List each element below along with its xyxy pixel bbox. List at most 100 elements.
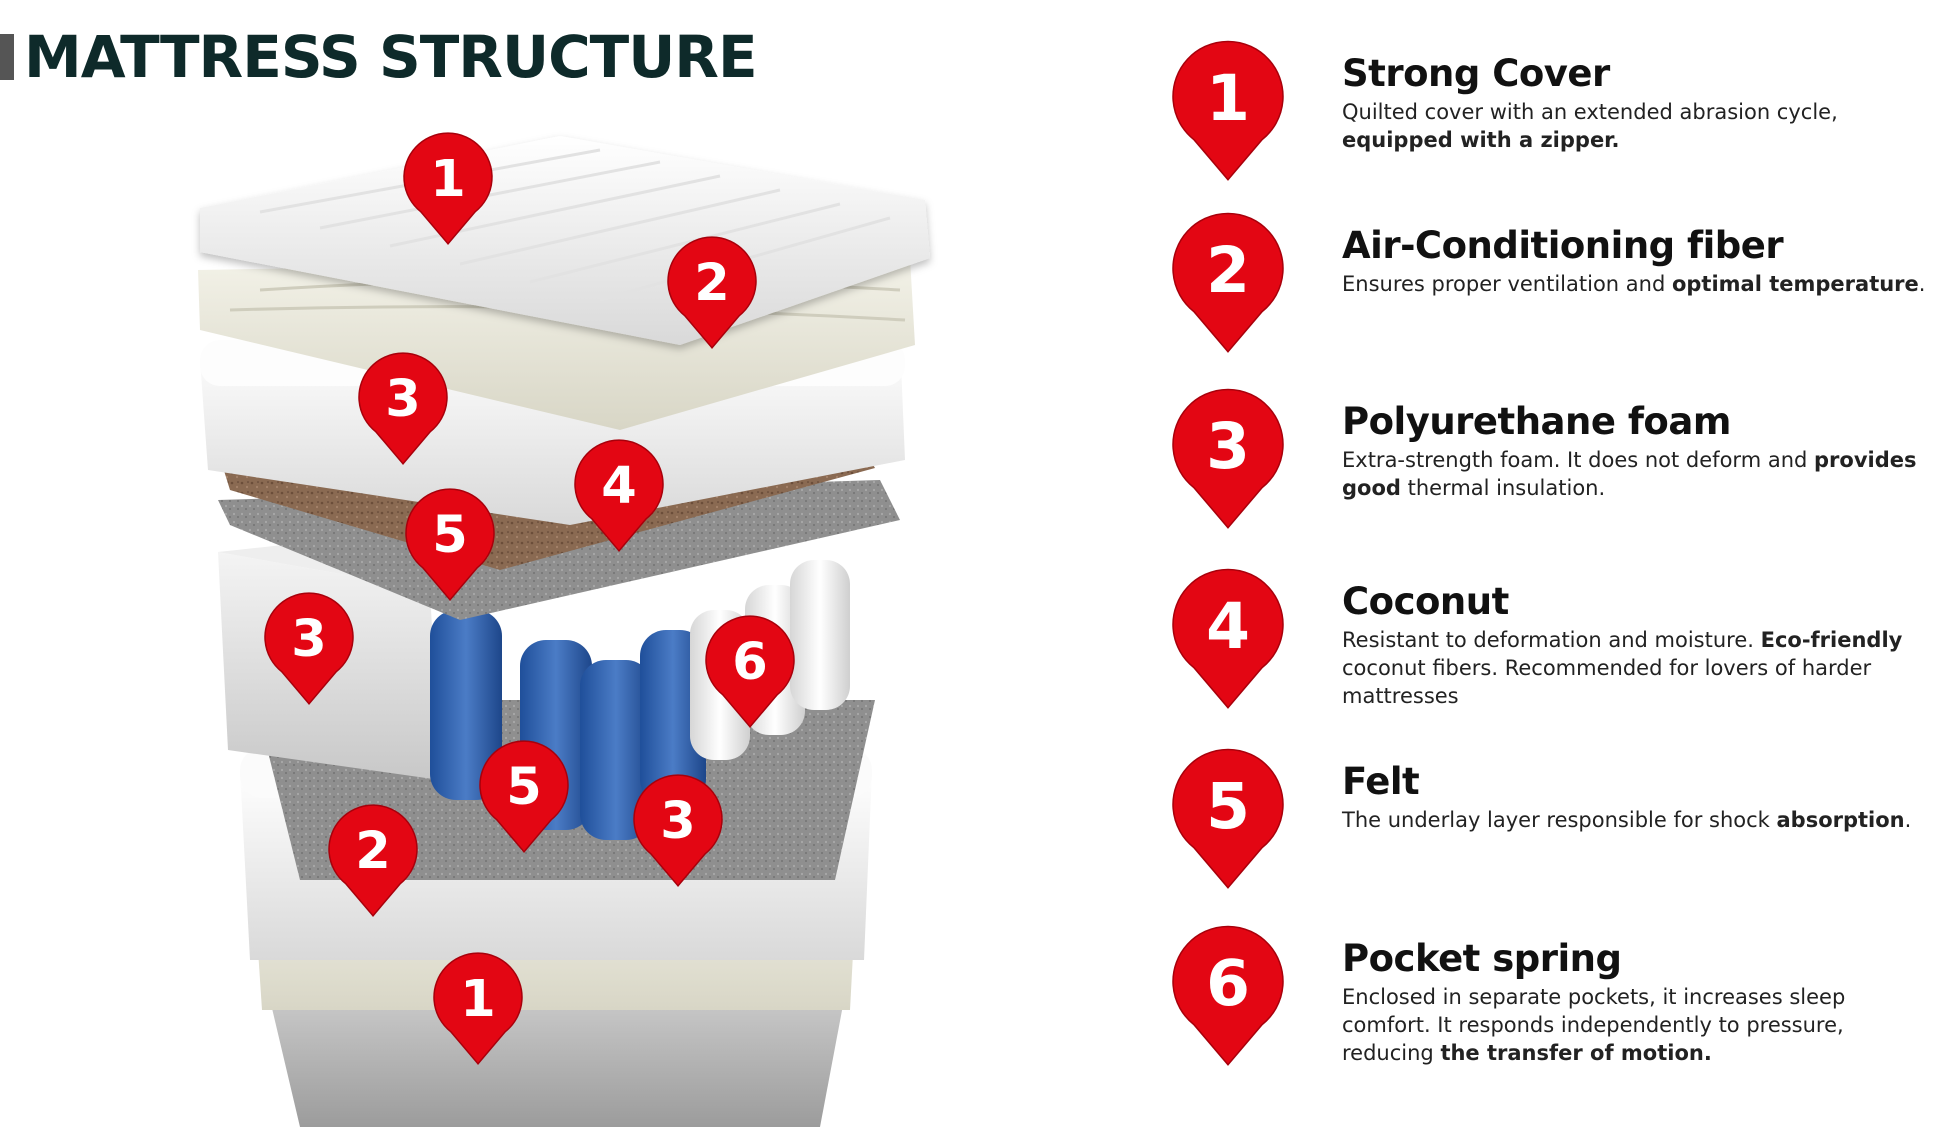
marker-number: 2 <box>694 254 730 313</box>
marker-pin-icon <box>1172 925 1284 1066</box>
marker-number: 2 <box>1206 234 1250 307</box>
feature-number-6: 6 <box>1172 925 1284 1066</box>
diagram-marker-1: 1 <box>403 132 493 245</box>
diagram-marker-5: 5 <box>479 740 569 853</box>
marker-pin-icon <box>1172 212 1284 353</box>
feature-marker: 5 <box>1172 748 1284 889</box>
diagram-marker-6: 6 <box>705 615 795 728</box>
feature-description-text: Resistant to deformation and moisture. <box>1342 628 1761 652</box>
diagram-marker-3: 3 <box>633 774 723 887</box>
feature-description: Ensures proper ventilation and optimal t… <box>1342 270 1932 298</box>
marker-pin-icon <box>403 132 493 245</box>
marker-number: 6 <box>732 633 768 692</box>
marker-pin-icon <box>264 592 354 705</box>
feature-description: The underlay layer responsible for shock… <box>1342 806 1932 834</box>
feature-marker: 2 <box>1172 212 1284 353</box>
feature-number-3: 3 <box>1172 388 1284 529</box>
marker-number: 3 <box>1206 410 1250 483</box>
diagram-marker-2: 2 <box>328 804 418 917</box>
feature-description-bold: optimal temperature <box>1671 272 1919 296</box>
feature-description-text: . <box>1904 808 1912 832</box>
marker-number: 5 <box>432 506 468 565</box>
feature-description-text: Quilted cover with an extended abrasion … <box>1342 100 1838 124</box>
feature-description-text: Enclosed in separate pockets, it increas… <box>1342 985 1846 1065</box>
title-accent-bar <box>0 34 14 80</box>
feature-description: Extra-strength foam. It does not deform … <box>1342 446 1932 502</box>
feature-title: Felt <box>1342 760 1420 803</box>
feature-description-bold: absorption <box>1776 808 1905 832</box>
marker-pin-icon <box>358 352 448 465</box>
feature-description-text: coconut fibers. Recommended for lovers o… <box>1342 656 1872 708</box>
marker-number: 3 <box>291 610 327 669</box>
marker-pin-icon <box>705 615 795 728</box>
marker-pin-icon <box>633 774 723 887</box>
feature-description-text: Extra-strength foam. It does not deform … <box>1342 448 1815 472</box>
marker-number: 2 <box>355 822 391 881</box>
feature-title: Polyurethane foam <box>1342 400 1731 443</box>
diagram-marker-4: 4 <box>574 439 664 552</box>
feature-description: Quilted cover with an extended abrasion … <box>1342 98 1932 154</box>
marker-number: 1 <box>1206 62 1250 135</box>
feature-marker: 3 <box>1172 388 1284 529</box>
marker-pin-icon <box>1172 568 1284 709</box>
feature-number-1: 1 <box>1172 40 1284 181</box>
feature-number-5: 5 <box>1172 748 1284 889</box>
diagram-marker-2: 2 <box>667 236 757 349</box>
feature-description-text: . <box>1918 272 1926 296</box>
feature-title: Air-Conditioning fiber <box>1342 224 1784 267</box>
marker-number: 1 <box>460 970 496 1029</box>
marker-pin-icon <box>405 488 495 601</box>
marker-number: 4 <box>1206 590 1250 663</box>
marker-pin-icon <box>479 740 569 853</box>
marker-pin-icon <box>328 804 418 917</box>
marker-number: 4 <box>601 457 637 516</box>
page-title: MATTRESS STRUCTURE <box>24 23 758 91</box>
feature-description-bold: the transfer of motion. <box>1440 1041 1712 1065</box>
feature-marker: 4 <box>1172 568 1284 709</box>
diagram-marker-5: 5 <box>405 488 495 601</box>
feature-title: Coconut <box>1342 580 1509 623</box>
feature-description-text: The underlay layer responsible for shock <box>1342 808 1777 832</box>
feature-description-bold: provides good <box>1342 448 1917 500</box>
marker-number: 5 <box>1206 770 1250 843</box>
feature-description-text: Ensures proper ventilation and <box>1342 272 1672 296</box>
feature-description-text: thermal insulation. <box>1400 476 1606 500</box>
marker-pin-icon <box>667 236 757 349</box>
feature-number-4: 4 <box>1172 568 1284 709</box>
page-header: MATTRESS STRUCTURE <box>0 22 758 92</box>
marker-pin-icon <box>433 952 523 1065</box>
feature-description-bold: equipped with a zipper. <box>1342 128 1620 152</box>
feature-description: Enclosed in separate pockets, it increas… <box>1342 983 1932 1067</box>
marker-pin-icon <box>1172 748 1284 889</box>
diagram-marker-1: 1 <box>433 952 523 1065</box>
marker-pin-icon <box>1172 40 1284 181</box>
marker-number: 3 <box>385 370 421 429</box>
feature-marker: 6 <box>1172 925 1284 1066</box>
marker-number: 3 <box>660 792 696 851</box>
feature-description: Resistant to deformation and moisture. E… <box>1342 626 1932 710</box>
feature-title: Pocket spring <box>1342 937 1622 980</box>
marker-pin-icon <box>574 439 664 552</box>
feature-number-2: 2 <box>1172 212 1284 353</box>
marker-number: 6 <box>1206 947 1250 1020</box>
feature-title: Strong Cover <box>1342 52 1610 95</box>
marker-pin-icon <box>1172 388 1284 529</box>
feature-marker: 1 <box>1172 40 1284 181</box>
marker-number: 5 <box>506 758 542 817</box>
feature-description-bold: Eco-friendly <box>1760 628 1903 652</box>
diagram-marker-3: 3 <box>264 592 354 705</box>
diagram-marker-3: 3 <box>358 352 448 465</box>
mattress-layers-illustration: 1 2 3 4 5 3 6 5 3 2 1 <box>198 132 930 1127</box>
